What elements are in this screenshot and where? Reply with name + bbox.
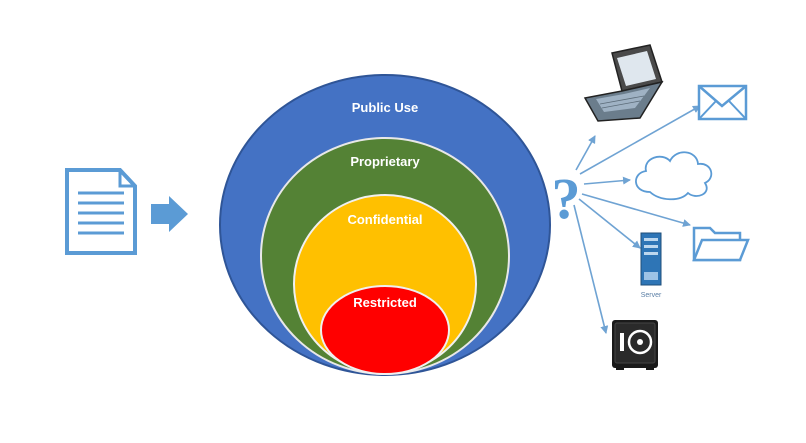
server-label: Server bbox=[641, 292, 662, 299]
email-icon bbox=[697, 84, 748, 121]
restricted-circle bbox=[320, 285, 450, 375]
server-icon bbox=[640, 232, 662, 286]
document-icon bbox=[65, 168, 137, 255]
question-icon: ? bbox=[552, 166, 581, 231]
laptop-icon bbox=[583, 44, 664, 122]
folder-icon bbox=[692, 226, 750, 262]
proprietary-label: Proprietary bbox=[350, 154, 420, 169]
safe-icon bbox=[612, 320, 658, 370]
classification-levels: Public Use Proprietary Confidential Rest… bbox=[219, 74, 551, 376]
destination-arrows bbox=[573, 105, 701, 334]
public-use-label: Public Use bbox=[352, 100, 418, 115]
restricted-label: Restricted bbox=[353, 295, 417, 310]
confidential-label: Confidential bbox=[347, 212, 422, 227]
arrow-right-icon bbox=[151, 196, 188, 232]
cloud-icon bbox=[635, 151, 713, 201]
